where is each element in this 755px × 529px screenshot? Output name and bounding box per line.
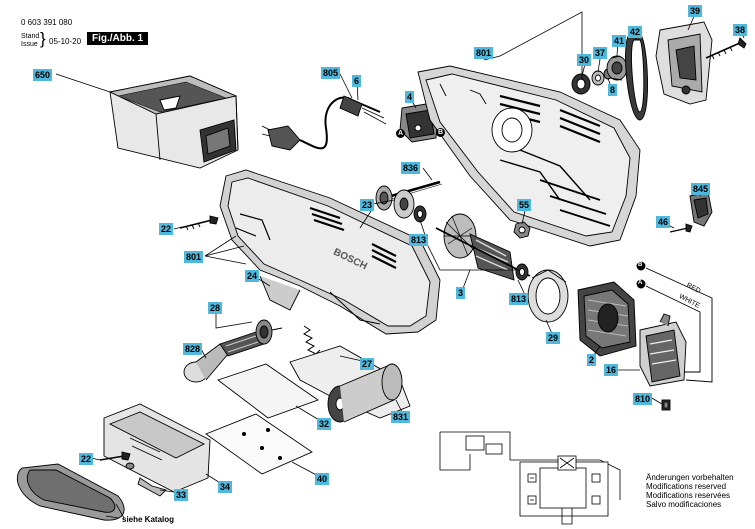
part-label-42: 42: [628, 26, 643, 38]
part-label-810: 810: [633, 393, 653, 405]
issue-date: 05-10-20: [49, 37, 82, 46]
part-label-2: 2: [587, 354, 597, 366]
component-828-drawing: [183, 319, 283, 383]
document-number: 0 603 391 080: [21, 18, 73, 27]
part-label-37: 37: [593, 47, 608, 59]
part-label-27: 27: [360, 358, 375, 370]
marker-b: B: [436, 128, 445, 137]
roller-831-drawing: [289, 345, 411, 423]
stator-2-drawing: [577, 281, 637, 357]
lower-housing-drawing: [219, 169, 441, 335]
part-label-40: 40: [315, 473, 330, 485]
figure-label: Fig./Abb. 1: [87, 32, 149, 45]
wire-b-marker: B: [638, 262, 643, 268]
armature-3-drawing: [413, 205, 531, 281]
part-label-828: 828: [183, 343, 203, 355]
screw-22b-drawing: [99, 451, 135, 470]
part-label-650: 650: [33, 69, 53, 81]
screw-22a-drawing: [179, 215, 219, 231]
drive-belt-42-drawing: [625, 33, 649, 121]
note-de: Änderungen vorbehalten: [646, 473, 734, 482]
cover-39-drawing: [655, 21, 713, 105]
part-label-46: 46: [656, 216, 671, 228]
part-label-23: 23: [360, 199, 375, 211]
power-cord-drawing: [261, 95, 387, 151]
shaft-836-drawing: [375, 180, 443, 219]
part-label-24: 24: [245, 270, 260, 282]
bearing-group-drawing: [571, 68, 613, 95]
marker-a: A: [396, 129, 405, 138]
part-label-3: 3: [456, 287, 466, 299]
part-label-22: 22: [159, 223, 174, 235]
clip-33-drawing: [137, 477, 167, 497]
stand-issue-label: Stand Issue: [21, 33, 39, 49]
part-label-38: 38: [733, 24, 748, 36]
upper-housing-drawing: [417, 65, 641, 247]
pulley-41-drawing: [606, 55, 628, 81]
brush-810-drawing: [661, 399, 671, 411]
part-label-32: 32: [317, 418, 332, 430]
part-label-805: 805: [321, 67, 341, 79]
part-label-4: 4: [405, 91, 415, 103]
note-en: Modifications reserved: [646, 482, 727, 491]
part-label-34: 34: [218, 481, 233, 493]
fan-housing-29-drawing: [527, 269, 569, 323]
nut-55-drawing: [513, 221, 531, 239]
bracket-845-drawing: [689, 191, 713, 227]
part-label-8: 8: [608, 84, 618, 96]
part-label-39: 39: [688, 5, 703, 17]
part-label-801: 801: [474, 47, 494, 59]
part-label-22: 22: [79, 453, 94, 465]
switch-16-drawing: [639, 313, 687, 387]
part-label-6: 6: [352, 75, 362, 87]
wire-a-marker: A: [638, 280, 643, 286]
part-label-831: 831: [391, 411, 411, 423]
stand-label: Stand: [21, 33, 40, 40]
part-label-41: 41: [612, 35, 627, 47]
part-label-836: 836: [401, 162, 421, 174]
part-label-813: 813: [409, 234, 429, 246]
channel-34-drawing: [103, 403, 211, 493]
part-label-813: 813: [509, 293, 529, 305]
part-label-16: 16: [604, 364, 619, 376]
part-label-29: 29: [546, 332, 561, 344]
part-label-30: 30: [577, 54, 592, 66]
screw-38-drawing: [705, 37, 747, 60]
note-fr: Modifications reservées: [646, 491, 731, 500]
catalog-note: siehe Katalog: [122, 515, 175, 524]
part-label-28: 28: [208, 302, 223, 314]
brace-glyph: }: [40, 29, 46, 48]
part-label-33: 33: [174, 489, 189, 501]
modification-notes: Änderungen vorbehalten Modifications res…: [646, 473, 734, 509]
issue-label: Issue: [21, 41, 38, 48]
circuit-inset-drawing: [439, 431, 621, 525]
sanding-belt-drawing: [17, 463, 125, 521]
part-label-55: 55: [517, 199, 532, 211]
base-plate-40-drawing: [205, 413, 313, 475]
dust-box-drawing: [108, 75, 239, 169]
part-label-845: 845: [691, 183, 711, 195]
wires-drawing: [636, 261, 713, 383]
screw-46-drawing: [669, 223, 693, 233]
plate-32-drawing: [217, 363, 319, 419]
part-label-801: 801: [184, 251, 204, 263]
note-es: Salvo modificaciones: [646, 500, 722, 509]
